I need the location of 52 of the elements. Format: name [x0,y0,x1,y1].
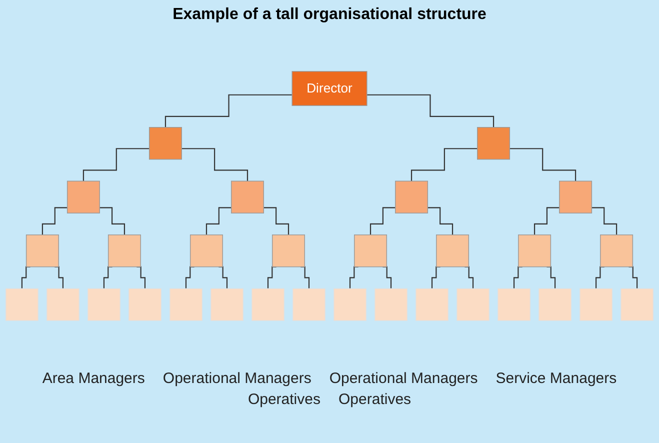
node-box [190,234,223,268]
node-box [456,288,490,321]
node-box [559,180,592,214]
node-box [580,288,613,321]
node-box [436,234,470,268]
node-box [600,234,634,268]
connector [264,207,290,236]
node-box [354,234,388,268]
connector [42,207,68,236]
level-label: Operational Managers [162,370,312,387]
node-box [5,288,38,321]
node-box [538,288,572,321]
node-box [292,288,326,321]
connector [164,94,292,128]
node-box [66,180,100,214]
node-box [26,234,59,268]
node-box [498,288,531,321]
node-box [87,288,120,321]
level-label: Operational Managers [329,370,478,387]
node-box [334,288,367,321]
node-box [620,288,654,321]
connector [82,148,150,182]
node-box [148,127,182,160]
level-label: Service Managers [496,370,617,387]
node-box [108,234,141,268]
node-box [128,288,162,321]
node-box [395,180,428,214]
level-label: Area Managers [42,370,145,387]
level-label: Operatives [338,391,412,408]
node-box [230,180,264,214]
node-box: Director [292,71,368,106]
connector [410,148,478,182]
node-box [374,288,408,321]
connector [428,207,454,236]
connector [510,148,576,182]
node-box [46,288,80,321]
connector [366,94,494,128]
node-box [477,127,510,160]
node-box [416,288,449,321]
node-box [210,288,244,321]
connector [100,207,126,236]
connector [206,207,232,236]
connector [182,148,248,182]
chart-title: Example of a tall organisational structure [172,6,488,24]
connector [592,207,618,236]
connector [534,207,560,236]
connector [370,207,396,236]
node-box [251,288,284,321]
level-label: Operatives [248,391,320,408]
node-box [272,234,305,268]
node-box [169,288,202,321]
node-box [518,234,552,268]
